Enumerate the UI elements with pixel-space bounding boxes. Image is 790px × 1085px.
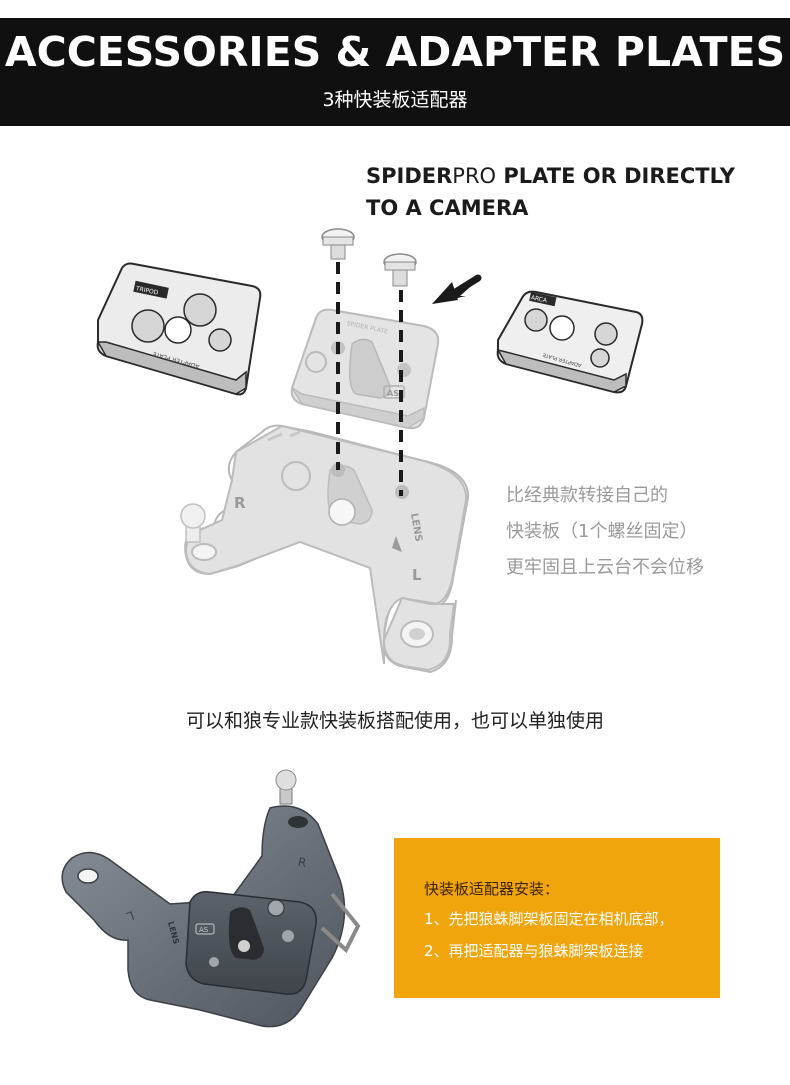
product-headline: SPIDERPRO PLATE OR DIRECTLY TO A CAMERA (366, 160, 766, 224)
base-label-lens: LENS (408, 512, 424, 542)
photo-label-as: AS (199, 926, 209, 934)
usage-caption: 可以和狼专业款快装板搭配使用，也可以单独使用 (185, 710, 604, 732)
note-line-3: 更牢固且上云台不会位移 (506, 557, 704, 578)
install-instructions: 快装板适配器安装： 1、先把狼蛛脚架板固定在相机底部， 2、再把适配器与狼蛛脚架… (394, 838, 720, 998)
page-title: ACCESSORIES & ADAPTER PLATES (4, 28, 786, 76)
left-plate-tag: TRIPOD (134, 285, 159, 297)
base-label-r: R (234, 494, 246, 512)
spider-plate: AS SPIDER PLATE (290, 308, 440, 430)
hero-banner (0, 18, 790, 126)
install-step-2: 2、再把适配器与狼蛛脚架板连接 (424, 942, 644, 960)
right-adapter-plate: ARCA ADAPTER PLATE (496, 290, 644, 394)
feature-note: 比经典款转接自己的 快装板（1个螺丝固定） 更牢固且上云台不会位移 (506, 478, 766, 586)
screw-right-icon (383, 253, 417, 287)
base-label-l: L (412, 566, 422, 584)
left-adapter-plate: TRIPOD ADAPTER PLATE (96, 262, 262, 396)
plate-badge: AS (387, 389, 399, 398)
photo-label-l: L (125, 908, 136, 924)
headline-line-2: TO A CAMERA (366, 196, 529, 220)
screw-left-icon (321, 228, 355, 260)
clip-base: R L LENS (180, 424, 470, 674)
install-title: 快装板适配器安装： (424, 880, 560, 898)
photo-label-r: R (297, 855, 308, 870)
note-line-1: 比经典款转接自己的 (506, 485, 668, 506)
note-line-2: 快装板（1个螺丝固定） (506, 521, 698, 542)
page-subtitle: 3种快装板适配器 (322, 89, 468, 111)
headline-bold-2: PLATE OR DIRECTLY (496, 164, 735, 188)
install-step-1: 1、先把狼蛛脚架板固定在相机底部， (424, 910, 674, 928)
exploded-diagram: TRIPOD ADAPTER PLATE ARCA ADAPTER PLATE (96, 228, 644, 674)
headline-bold-1: SPIDER (366, 164, 453, 188)
right-plate-tag: ARCA (530, 294, 548, 304)
headline-light: PRO (452, 164, 497, 188)
product-photo: AS R L LENS (61, 769, 361, 1028)
